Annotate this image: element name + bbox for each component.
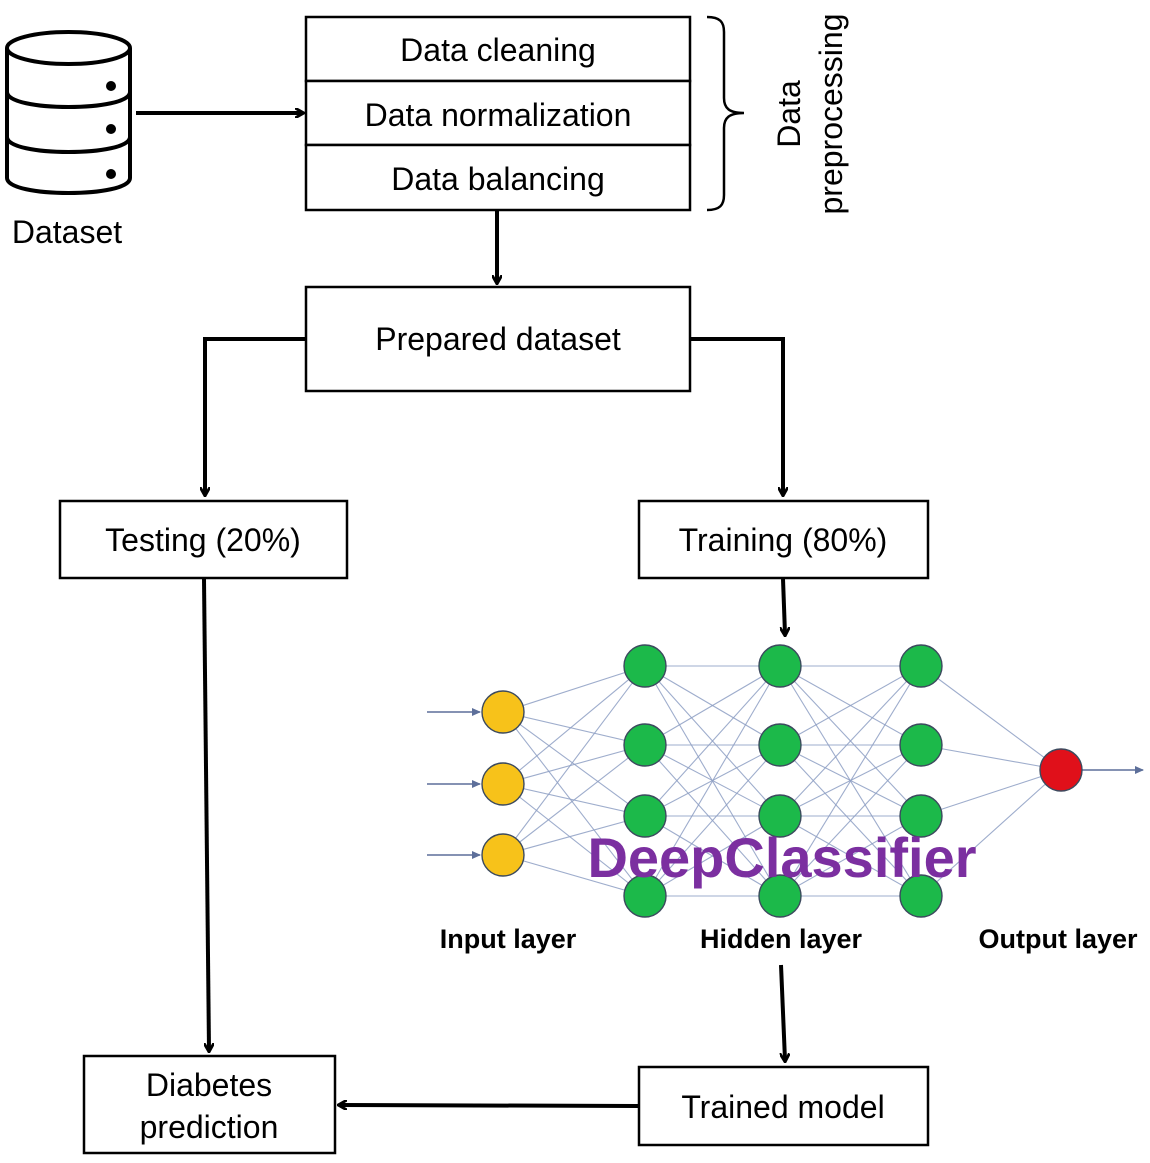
network-edge [779,665,922,746]
network-edge [920,744,1062,771]
preprocessing-label-line2: preprocessing [813,14,849,215]
prediction-label-line1: Diabetes [146,1067,272,1103]
network-input-arrows [427,708,1144,859]
trained-model-box [637,1065,930,1147]
deepclassifier-label: DeepClassifier [587,826,976,889]
trained-model-label: Trained model [681,1089,884,1125]
training-box [637,499,930,580]
network-edge [502,711,646,746]
arrow-prepared-to-testing [205,337,306,494]
arrow-testing-to-prediction [202,578,209,1050]
input-layer-label: Input layer [440,924,577,954]
neural-network [481,644,1083,918]
network-edge [644,665,781,817]
node-input [481,833,525,877]
preprocessing-group-label: Data preprocessing [771,14,849,215]
network-edge [779,665,922,897]
node-hidden-1 [623,644,667,688]
prediction-label-line2: prediction [140,1109,279,1145]
step-data-normalization: Data normalization [365,97,632,133]
node-hidden-3 [899,794,943,838]
node-hidden-3 [899,644,943,688]
node-hidden-2 [758,644,802,688]
node-hidden-1 [623,874,667,918]
node-hidden-1 [623,723,667,767]
arrow-model-to-prediction [340,1105,640,1106]
training-label: Training (80%) [679,522,888,558]
node-input [481,762,525,806]
step-box-balancing [304,143,692,212]
network-edge [920,769,1062,897]
network-edge [502,665,646,713]
node-hidden-2 [758,874,802,918]
step-box-normalization [304,79,692,147]
prepared-dataset-label: Prepared dataset [375,321,621,357]
diabetes-prediction-box [82,1054,337,1155]
network-edge [779,744,922,897]
node-input [481,690,525,734]
node-hidden-2 [758,723,802,767]
network-edge [920,665,1062,771]
network-edge [644,665,781,746]
network-edge [502,711,646,897]
testing-label: Testing (20%) [105,522,301,558]
arrow-training-to-network [783,578,785,634]
preprocessing-brace [706,15,745,212]
node-output [1039,748,1083,792]
database-icon [5,30,132,195]
network-connections [502,665,1062,897]
preprocessing-label-line1: Data [771,80,807,148]
network-edge [644,665,781,897]
output-layer-label: Output layer [978,924,1138,954]
preprocessing-stack: Data cleaning Data normalization Data ba… [304,15,692,212]
network-edge [502,744,646,856]
node-hidden-3 [899,723,943,767]
network-edge [502,665,646,856]
dataset-label: Dataset [12,214,122,250]
testing-box [58,499,349,580]
network-edge [920,769,1062,817]
network-edge [779,815,922,897]
network-edge [502,783,646,897]
arrow-network-to-trained-model [779,964,785,1060]
network-edge [644,744,781,897]
network-edge [502,665,646,785]
network-edge [502,815,646,856]
node-hidden-1 [623,794,667,838]
network-edge [502,744,646,785]
node-hidden-3 [899,874,943,918]
step-data-cleaning: Data cleaning [400,32,596,68]
arrow-prepared-to-training [690,337,783,494]
step-data-balancing: Data balancing [391,161,604,197]
network-edge [779,665,922,817]
network-edge [502,854,646,897]
network-edge [644,815,781,897]
hidden-layer-label: Hidden layer [700,924,863,954]
node-hidden-2 [758,794,802,838]
